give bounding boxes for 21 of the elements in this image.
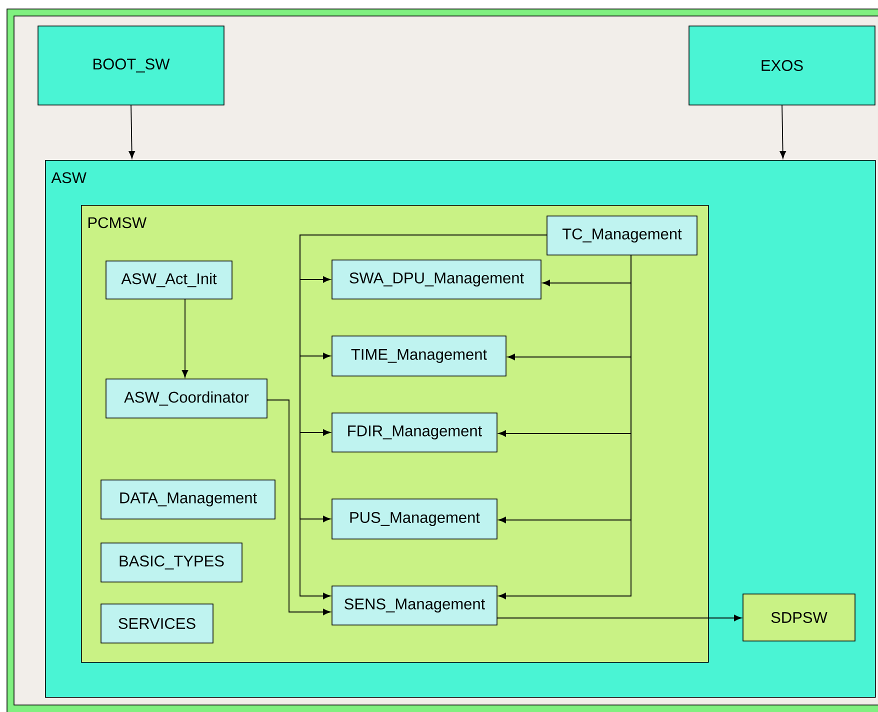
module-box: DATA_Management (100, 480, 276, 520)
module-box: SWA_DPU_Management (332, 260, 542, 300)
module-box: ASW_Coordinator (106, 378, 268, 418)
module-box: SENS_Management (332, 586, 498, 626)
module-box: EXOS (688, 26, 876, 106)
arrow (182, 298, 188, 378)
module-box: BOOT_SW (38, 26, 224, 106)
arrow (266, 400, 331, 616)
module-box: TC_Management (546, 216, 698, 256)
module-box: PUS_Management (332, 498, 498, 540)
arrow (780, 104, 786, 159)
module-box: TIME_Management (332, 336, 506, 376)
module-box: SDPSW (742, 594, 856, 642)
arrow (496, 614, 742, 622)
module-box: SERVICES (100, 604, 214, 644)
module-box: ASW_Act_Init (106, 260, 232, 300)
arrow (128, 104, 135, 159)
module-box: BASIC_TYPES (100, 542, 242, 582)
module-box: FDIR_Management (332, 412, 498, 452)
arrow (498, 254, 632, 600)
arrow (300, 234, 548, 600)
